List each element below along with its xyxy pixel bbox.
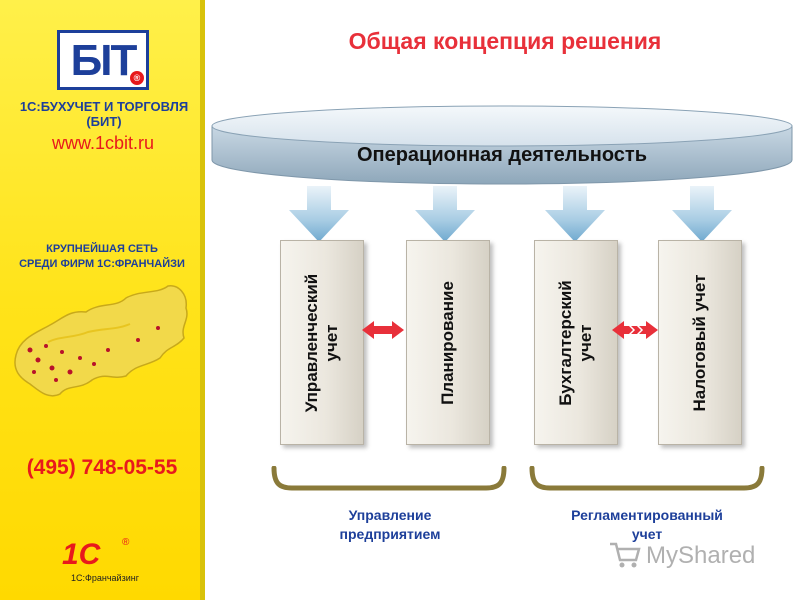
brand-name-line2: (БИТ) [86,114,122,129]
block-label: Бухгалтерский учет [556,280,596,405]
down-arrow-icon [545,186,605,242]
block-label-line1: Управленческий [302,273,321,412]
block-label: Планирование [438,281,458,405]
bookkeeping-block: Бухгалтерский учет [534,240,618,445]
left-group-label: Управление предприятием [300,506,480,544]
onec-logo-text: 1С [62,538,101,571]
left-group-label-line1: Управление [348,507,432,523]
onec-registered-mark: ® [122,537,130,548]
down-arrow-icon [289,186,349,242]
sidebar-edge [200,0,205,600]
onec-logo: 1С ® [62,538,132,574]
bit-logo-text: БIТ [70,36,138,85]
brand-name-line1: 1С:БУХУЧЕТ И ТОРГОВЛЯ [19,99,189,114]
right-group-label-line2: учет [631,526,663,542]
double-arrow-icon [612,321,658,339]
double-arrow-icon [362,321,404,339]
watermark: MyShared [606,538,786,574]
registered-mark: ® [130,71,144,85]
block-label: Управленческий учет [302,273,342,412]
russia-map-icon [14,285,188,397]
down-arrow-icon [415,186,475,242]
planning-block: Планирование [406,240,490,445]
tax-accounting-block: Налоговый учет [658,240,742,445]
bit-logo: БIТ ® [57,30,149,90]
left-group-bracket [271,466,507,491]
right-group-label: Регламентированный учет [530,506,764,544]
block-label-line2: учет [576,324,595,361]
left-group-label-line2: предприятием [339,526,441,542]
down-arrow-icon [672,186,732,242]
right-group-bracket [529,466,765,491]
operations-disc [211,105,793,185]
cart-icon [610,542,641,568]
watermark-text: MyShared [646,542,756,569]
franchise-label: 1С:Франчайзинг [71,573,139,583]
management-accounting-block: Управленческий учет [280,240,364,445]
network-text-line1: КРУПНЕЙШАЯ СЕТЬ [46,243,158,255]
block-label-line2: учет [322,324,341,361]
right-group-label-line1: Регламентированный [571,507,723,523]
block-label-line1: Налоговый учет [690,274,709,411]
phone-number: (495) 748-05-55 [26,456,178,479]
website-link[interactable]: www.1cbit.ru [51,133,155,153]
page-title: Общая концепция решения [348,28,662,54]
block-label-line1: Планирование [438,280,457,405]
operations-label: Операционная деятельность [356,144,648,166]
block-label-line1: Бухгалтерский [556,279,575,406]
block-label: Налоговый учет [690,274,710,411]
network-text-line2: СРЕДИ ФИРМ 1С:ФРАНЧАЙЗИ [19,258,185,270]
